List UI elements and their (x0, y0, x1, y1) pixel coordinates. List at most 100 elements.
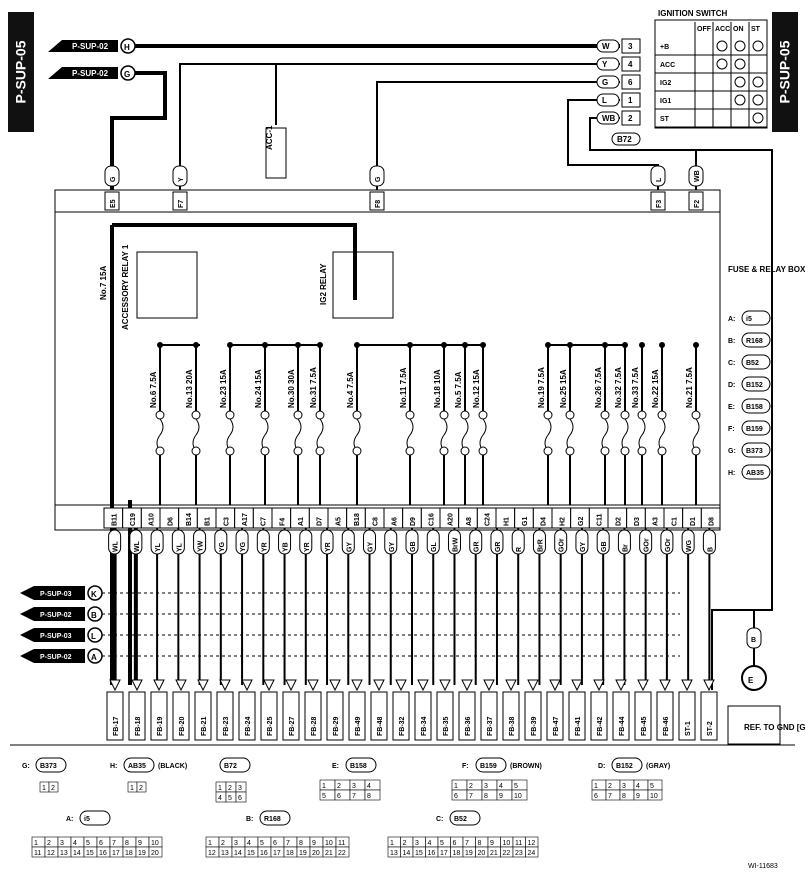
wire-color-tag (702, 529, 716, 555)
connector-c-diagram-pin: 7 (465, 840, 469, 847)
fuse-terminal (155, 410, 165, 420)
fuse-symbol (621, 418, 629, 452)
pin-label: A5 (335, 517, 342, 526)
output-box (304, 691, 322, 741)
fuse-terminal (260, 410, 270, 420)
fuse-label: No.12 15A (472, 369, 481, 408)
wire-color-label: G (602, 78, 608, 87)
output-arrow (505, 679, 517, 692)
acc-1-box (265, 127, 287, 179)
connector-b-diagram-pin: 5 (260, 840, 264, 847)
fuse-symbol (692, 418, 700, 452)
legend-conn-tag (345, 757, 377, 773)
fuse-terminal (620, 410, 630, 420)
legend-conn-tag (123, 757, 155, 773)
pin-label: D7 (317, 517, 324, 526)
output-arrow (153, 679, 165, 692)
wire-color-label: W (602, 42, 610, 51)
ground-wire-tag (746, 627, 762, 649)
output-arrow (461, 679, 473, 692)
input-pin-label: E5 (110, 199, 117, 208)
output-box (216, 691, 234, 741)
connector-c-diagram-pin: 9 (490, 840, 494, 847)
wire-color-label: BrW (452, 537, 459, 552)
legend-conn-tag (611, 757, 643, 773)
connector-g-diagram-cell (48, 781, 59, 793)
legend-conn-label: B52 (454, 816, 467, 823)
connector-a-diagram-pin: 20 (151, 850, 159, 857)
fuse-terminal (225, 410, 235, 420)
output-arrow (549, 679, 561, 692)
legend-conn-label: B152 (616, 763, 633, 770)
fb-connector-label: i5 (746, 316, 752, 323)
wire-color-label: GR (495, 542, 502, 553)
output-box (436, 691, 454, 741)
junction-dot (157, 342, 163, 348)
connector-f-diagram-pin: 1 (454, 783, 458, 790)
connector-f-diagram-pin: 9 (499, 793, 503, 800)
wire-color-label: GOr (665, 538, 672, 552)
wire-color-label: GY (580, 542, 587, 552)
legend-key: B: (246, 816, 253, 823)
switch-contact-circle (752, 40, 764, 52)
wire-color-tag (150, 529, 164, 555)
connector-a-diagram-pin: 12 (47, 850, 55, 857)
connector-c-diagram-pin: 21 (490, 850, 498, 857)
output-label: FB-39 (531, 716, 538, 736)
pin-label: B14 (186, 513, 193, 526)
output-label: FB-25 (267, 716, 274, 736)
fuse-label: No.18 10A (433, 369, 442, 408)
output-arrow (197, 679, 209, 692)
wire-color-label: GOr (644, 538, 651, 552)
fb-connector-tag (741, 420, 771, 436)
connector-d-diagram-cell (647, 789, 663, 801)
wire-color-label: YW (198, 540, 205, 552)
pin-box (700, 507, 721, 529)
pin-label: H1 (503, 517, 510, 526)
connector-e-diagram-pin: 1 (322, 783, 326, 790)
wire-color-label: YG (219, 541, 226, 552)
connector-g-diagram-pin: 1 (42, 785, 46, 792)
left-ref-letter: B (91, 611, 97, 620)
output-box (326, 691, 344, 741)
pin-label: C7 (261, 517, 268, 526)
connector-d-diagram-pin: 6 (594, 793, 598, 800)
output-arrow (175, 679, 187, 692)
wire-color-label: GB (601, 542, 608, 553)
fuse-terminal (478, 410, 488, 420)
legend-conn-label: B72 (224, 763, 237, 770)
connector-c-diagram-pin: 13 (390, 850, 398, 857)
pin-number-label: 3 (628, 42, 633, 51)
output-arrow (681, 679, 693, 692)
input-pin-label: F7 (178, 200, 185, 208)
connector-h-diagram-cell (136, 781, 147, 793)
input-pin-label: F3 (656, 200, 663, 208)
connector-f-diagram-pin: 2 (469, 783, 473, 790)
ignition-column-header: OFF (697, 26, 712, 33)
pin-label: C8 (373, 517, 380, 526)
ref-arrow-tag (48, 40, 118, 52)
connector-b-diagram-pin: 1 (208, 840, 212, 847)
pin-number-label: 2 (628, 114, 633, 123)
pin-label: G2 (578, 517, 585, 526)
fuse-terminal (565, 446, 575, 456)
wire-color-tag (363, 529, 377, 555)
legend-key: E: (332, 763, 339, 770)
junction-dot (639, 342, 645, 348)
fuse-label: No.24 15A (254, 369, 263, 408)
fuse-terminal (543, 446, 553, 456)
legend-conn-label: B158 (350, 763, 367, 770)
connector-b72-diagram-pin: 5 (228, 795, 232, 802)
output-box (348, 691, 366, 741)
switch-contact-circle (752, 76, 764, 88)
connector-d-diagram-pin: 4 (636, 783, 640, 790)
output-label: FB-29 (333, 716, 340, 736)
wire-color-tag (299, 529, 313, 555)
junction-dot (622, 342, 628, 348)
connector-f-diagram-cell (511, 789, 528, 801)
fuse-symbol (638, 418, 646, 452)
connector-e-diagram-pin: 4 (367, 783, 371, 790)
output-box (282, 691, 300, 741)
input-wire-label: L (656, 177, 663, 182)
wire-color-label: R (516, 547, 523, 552)
